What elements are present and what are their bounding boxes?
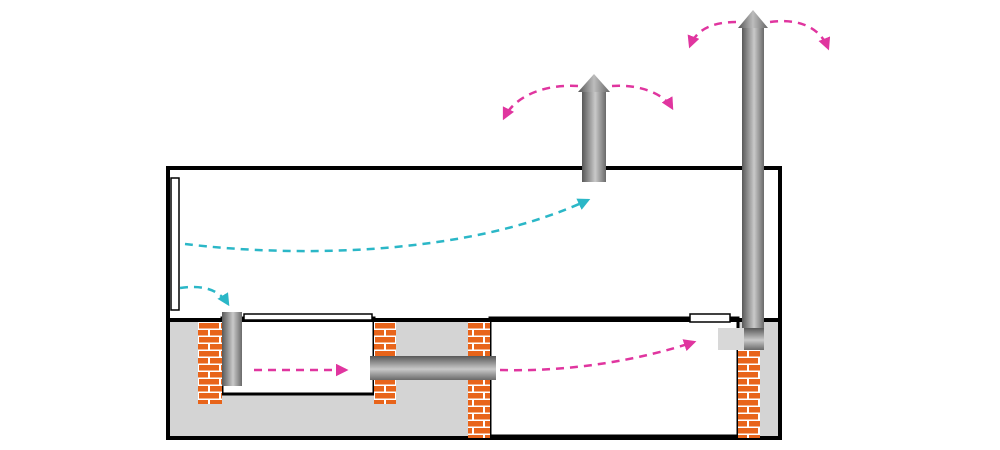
basement-intake-pipe <box>222 312 242 386</box>
roof-exhaust-pipe <box>582 92 606 182</box>
tall-chimney-pipe <box>742 28 764 346</box>
pipes <box>222 10 768 386</box>
dashed-arrow-icon <box>179 285 230 307</box>
brick-pillar-4 <box>738 350 760 438</box>
brick-pillars <box>198 322 760 438</box>
dashed-arrow-icon <box>184 198 591 253</box>
horizontal-duct-pipe <box>370 356 496 380</box>
airflow-arrows <box>179 19 831 377</box>
dashed-arrow-icon <box>502 84 579 121</box>
dashed-arrow-icon <box>499 339 697 372</box>
basement-chamber-left <box>220 316 376 396</box>
dashed-arrow-icon <box>687 20 737 49</box>
upper-room <box>166 166 782 322</box>
left-window <box>170 177 180 311</box>
basement-chamber-right <box>488 316 740 438</box>
brick-pillar-1 <box>198 322 222 404</box>
chimney-cap-icon <box>738 10 768 28</box>
dashed-arrow-icon <box>611 84 674 111</box>
floor-vent <box>689 313 731 323</box>
chimney-cap-icon <box>578 74 610 92</box>
dashed-arrow-icon <box>769 19 831 51</box>
